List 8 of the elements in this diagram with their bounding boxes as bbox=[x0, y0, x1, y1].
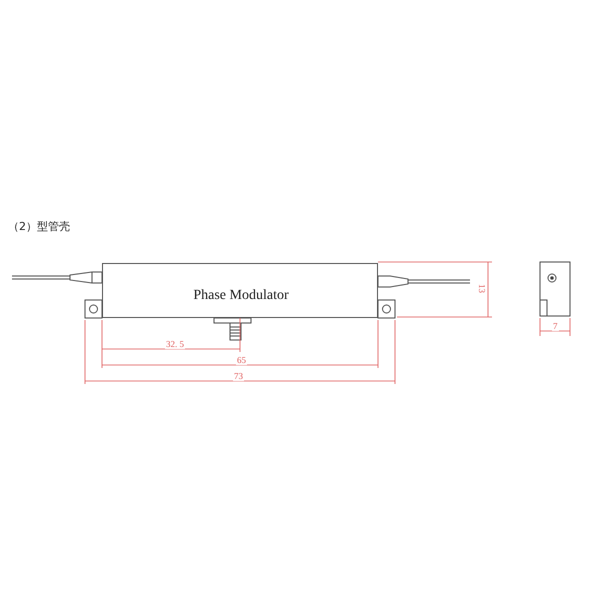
dimension-label: 65 bbox=[236, 356, 247, 365]
dimension-label: 13 bbox=[477, 283, 486, 294]
modulator-body bbox=[102, 263, 378, 318]
title-text: （2）型管壳 bbox=[8, 219, 70, 234]
dimension-label: 32. 5 bbox=[165, 340, 185, 349]
body-label: Phase Modulator bbox=[192, 288, 290, 304]
dimension-label: 73 bbox=[233, 372, 244, 381]
dimension-label: 7 bbox=[552, 322, 558, 331]
